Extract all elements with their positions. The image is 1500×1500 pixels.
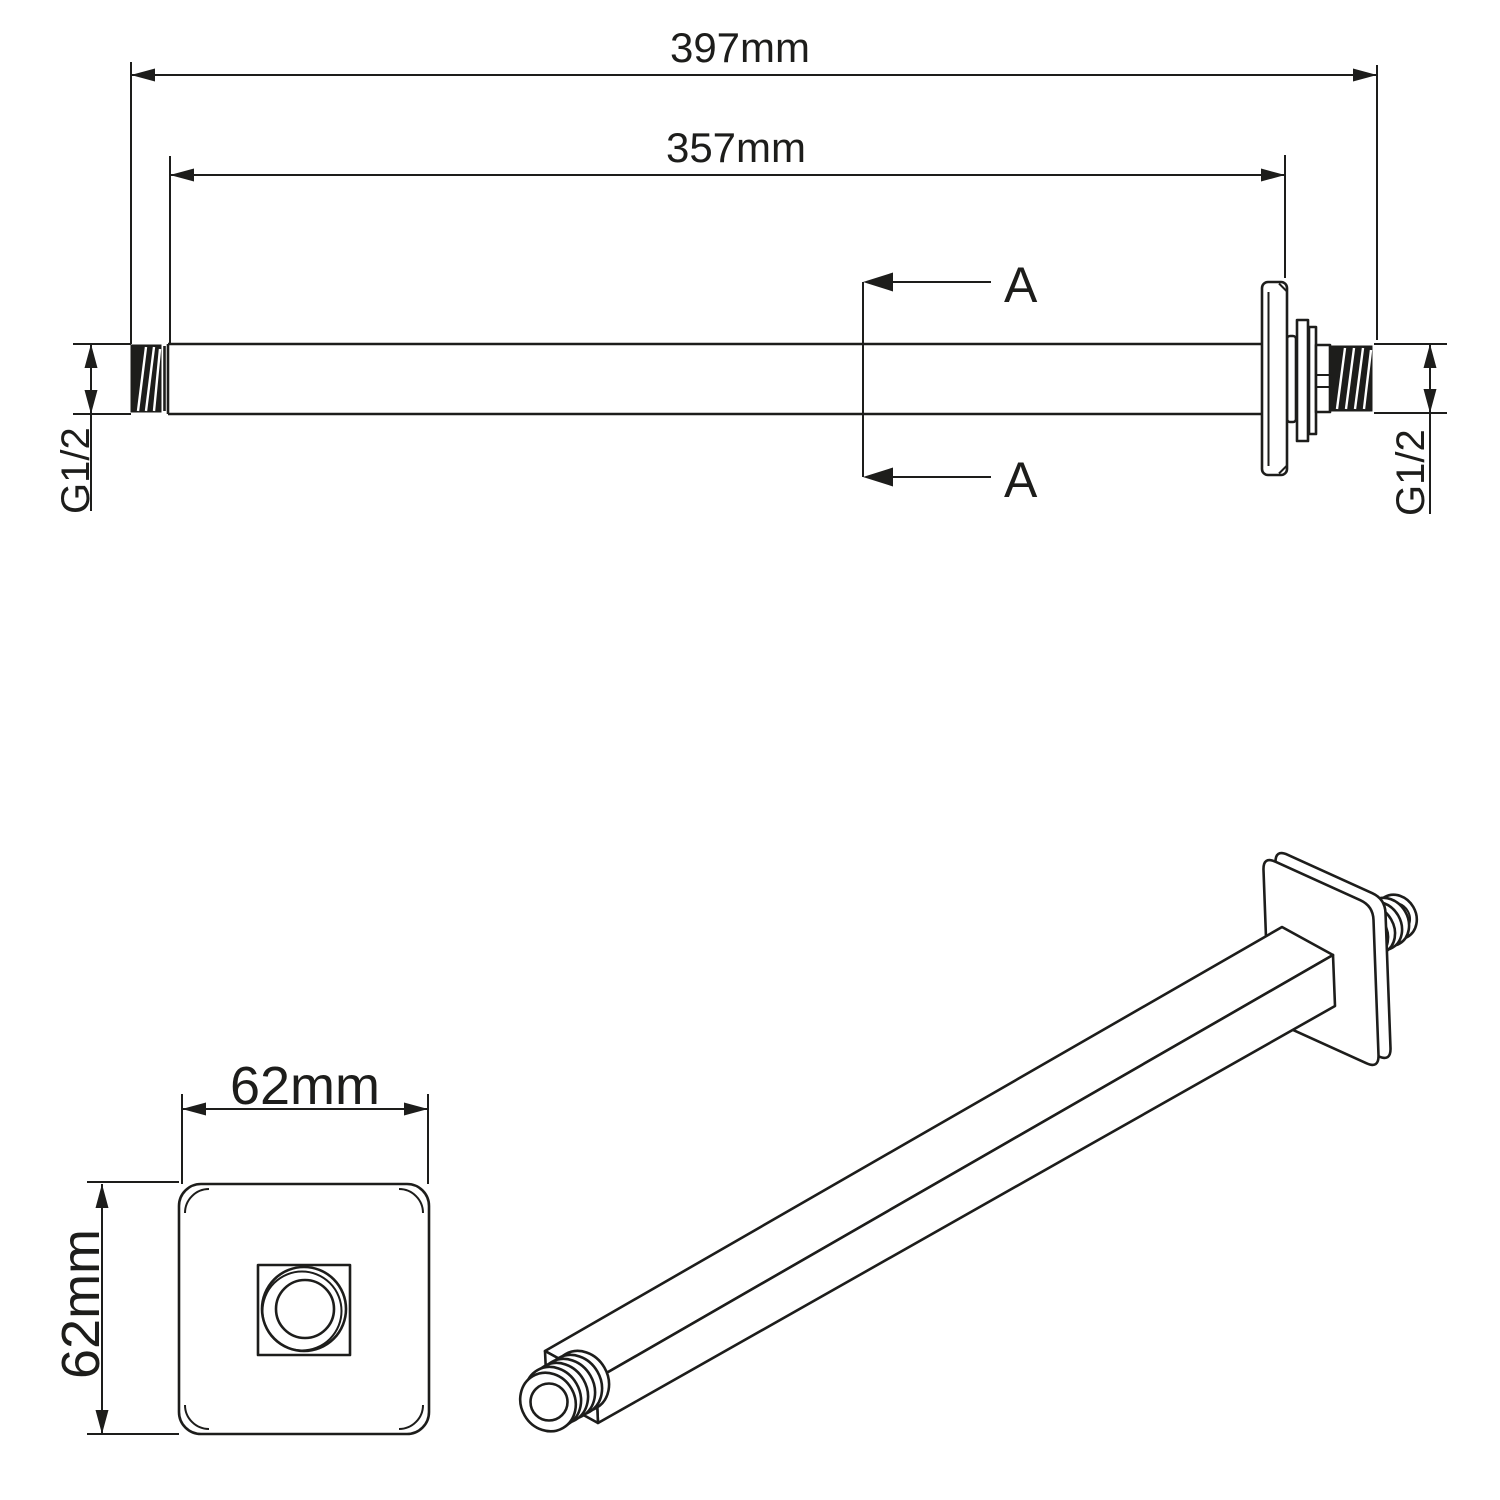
- iso-arm-bar: [543, 925, 1337, 1425]
- flange-corner-chamfers: [1278, 282, 1288, 475]
- section-arrowhead-bottom-icon: [863, 467, 893, 487]
- dim-flange-height: 62mm: [51, 1181, 179, 1435]
- thread-hatch-lines: [1335, 347, 1373, 410]
- arrowhead-up-icon: [84, 344, 98, 368]
- section-line-a: A A: [862, 257, 1038, 508]
- thread-left: [130, 344, 166, 413]
- section-label-top: A: [1004, 257, 1038, 313]
- dim-thread-right: G1/2: [1374, 343, 1447, 516]
- flange-corner-inner-arcs: [184, 1188, 424, 1430]
- arrowhead-down-icon: [84, 390, 98, 414]
- flange-width-label: 62mm: [230, 1056, 380, 1116]
- flange-plate-side: [1260, 280, 1289, 477]
- arrowhead-right-icon: [404, 1102, 428, 1116]
- lock-nut-lines: [1316, 374, 1330, 388]
- wall-fitting-right: [1260, 280, 1373, 477]
- section-arrowhead-top-icon: [863, 272, 893, 292]
- thread-outer-circle-2: [261, 1270, 343, 1352]
- dim-arm-label: 357mm: [666, 124, 806, 171]
- flange-height-label: 62mm: [51, 1229, 111, 1379]
- arrowhead-right-icon: [1261, 168, 1285, 182]
- thread-left-label: G1/2: [54, 427, 98, 514]
- lock-nut: [1314, 343, 1332, 414]
- tip-face-inner-circle: [529, 1382, 569, 1422]
- iso-tip-thread: [518, 1349, 611, 1433]
- arm-tube: [166, 342, 1262, 416]
- arrowhead-left-icon: [131, 68, 155, 82]
- bar-front-face: [594, 953, 1337, 1425]
- dim-flange-width: 62mm: [181, 1056, 429, 1184]
- arrowhead-right-icon: [1353, 68, 1377, 82]
- arrowhead-left-icon: [170, 168, 194, 182]
- dim-overall-length: 397mm: [130, 24, 1378, 344]
- thread-inner-circle: [274, 1278, 336, 1340]
- arrowhead-up-icon: [1423, 344, 1437, 368]
- dim-arm-length: 357mm: [169, 124, 1286, 344]
- thread-hatch-lines: [136, 346, 162, 412]
- section-label-bottom: A: [1004, 452, 1038, 508]
- bar-top-face: [543, 925, 1335, 1381]
- arrowhead-left-icon: [182, 1102, 206, 1116]
- center-boss-square: [256, 1263, 352, 1357]
- thread-right-label: G1/2: [1389, 429, 1433, 516]
- dim-thread-left: G1/2: [54, 343, 131, 514]
- flange-outline: [177, 1182, 431, 1436]
- flange-front-view: 62mm 62mm: [51, 1056, 431, 1436]
- arrowhead-down-icon: [95, 1410, 109, 1434]
- dim-overall-label: 397mm: [670, 24, 810, 71]
- flange-neck: [1285, 334, 1298, 424]
- flange-plate-front: [177, 1182, 431, 1436]
- arrowhead-down-icon: [1423, 389, 1437, 413]
- isometric-view: [518, 851, 1419, 1433]
- side-view: 397mm 357mm: [54, 24, 1447, 516]
- washer-1: [1295, 318, 1310, 443]
- arrowhead-up-icon: [95, 1184, 109, 1208]
